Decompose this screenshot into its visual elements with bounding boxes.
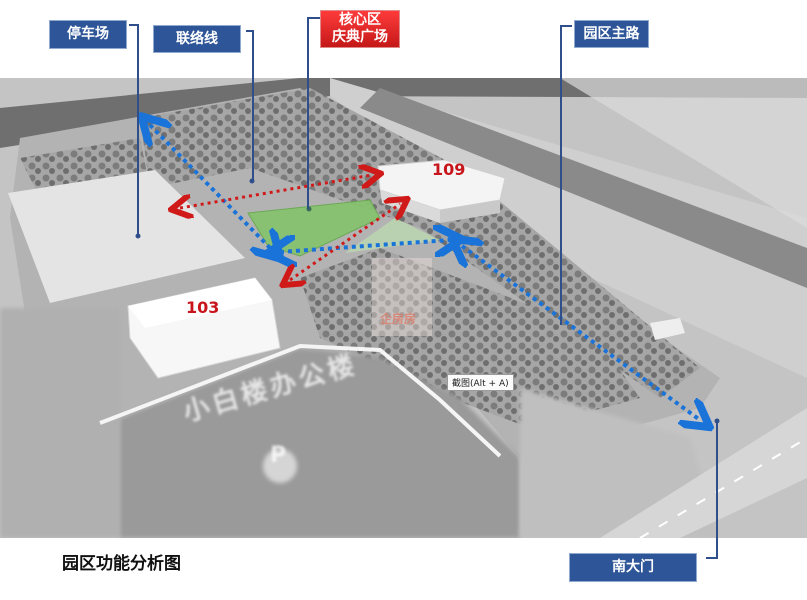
screenshot-tooltip: 截图(Alt + A) [447,374,514,391]
label-south-gate: 南大门 [569,553,697,582]
label-core-plaza: 核心区 庆典广场 [320,10,400,48]
building-109-label: 109 [432,160,466,179]
aerial-map: 小白楼办公楼 P [0,78,807,538]
label-core-line2: 庆典广场 [332,29,388,45]
leader-parking-v [137,24,139,236]
leader-mainroad-v [560,25,562,325]
label-connector-text: 联络线 [176,30,218,47]
watermark-text: 企房房 [380,312,417,326]
map-illustration [0,78,807,538]
label-main-road: 园区主路 [574,20,649,48]
leader-parking-h [129,24,137,26]
label-parking: 停车场 [49,20,127,49]
diagram-title: 园区功能分析图 [62,554,181,574]
watermark-logo [372,258,432,336]
label-core-line1: 核心区 [339,12,381,28]
leader-core-h [307,17,320,19]
label-main-road-text: 园区主路 [583,25,640,42]
leader-core-v [307,17,309,209]
leader-mainroad-h [562,25,572,27]
leader-connector-h [246,30,254,32]
leader-southgate-v [716,421,718,559]
label-south-gate-text: 南大门 [612,559,654,575]
leader-southgate-h [706,557,718,559]
parking-symbol: P [270,443,291,468]
building-103-label: 103 [186,298,220,317]
label-connector-line: 联络线 [153,25,241,53]
label-parking-text: 停车场 [67,26,109,42]
leader-connector-v [252,30,254,181]
